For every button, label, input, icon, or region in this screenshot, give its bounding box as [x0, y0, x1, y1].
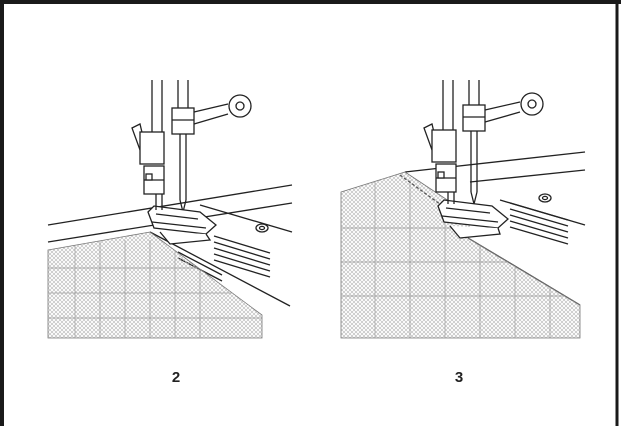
figure-right-illustration	[340, 80, 586, 339]
fabric-left	[47, 231, 263, 339]
figure-label-left: 2	[171, 369, 181, 386]
feed-dog-slots-right	[509, 202, 569, 245]
figure-left-illustration	[47, 80, 293, 339]
feed-dog-slots-left	[213, 235, 271, 278]
figure-label-right: 3	[454, 369, 464, 386]
